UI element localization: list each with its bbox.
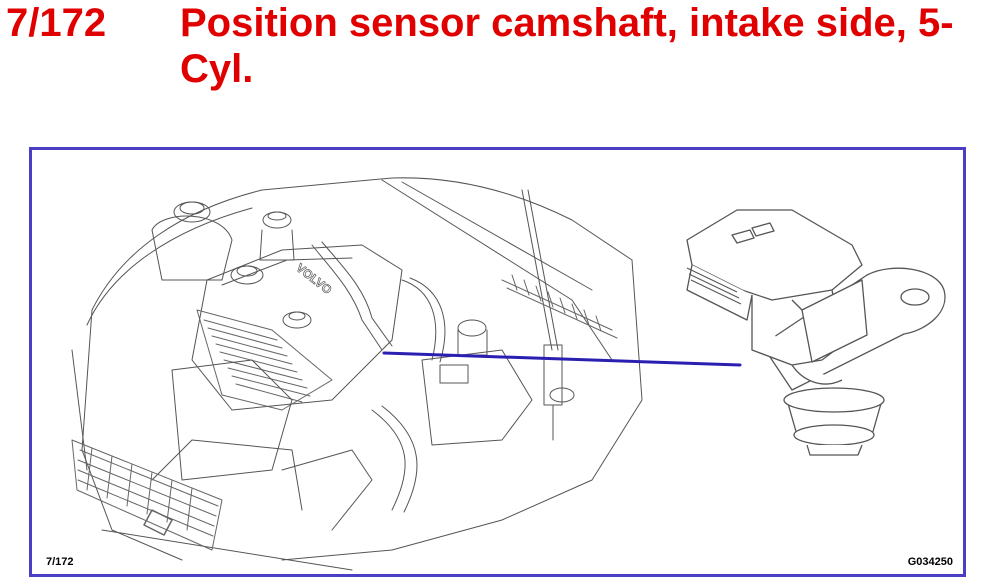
diagram-frame: VOLVO <box>29 147 966 577</box>
cowl-hatching <box>501 274 618 339</box>
lower-components <box>151 349 533 531</box>
front-grille <box>71 439 223 551</box>
engine-diagram: VOLVO <box>71 177 946 571</box>
hood-strut <box>521 189 563 441</box>
sensor-pointer-line <box>382 351 742 367</box>
reservoirs <box>151 201 575 403</box>
intake-ribs <box>196 309 333 411</box>
engine-cover-logo: VOLVO <box>293 261 334 297</box>
hoses <box>311 241 446 513</box>
car-body-outline <box>71 177 643 571</box>
ref-number: 7/172 <box>6 1 107 45</box>
page-title: Position sensor camshaft, intake side, 5… <box>180 1 954 91</box>
figure-ref-label: 7/172 <box>46 556 74 568</box>
engine-cover <box>191 244 403 411</box>
camshaft-sensor-detail <box>686 209 946 456</box>
figure-image-code: G034250 <box>907 556 953 568</box>
